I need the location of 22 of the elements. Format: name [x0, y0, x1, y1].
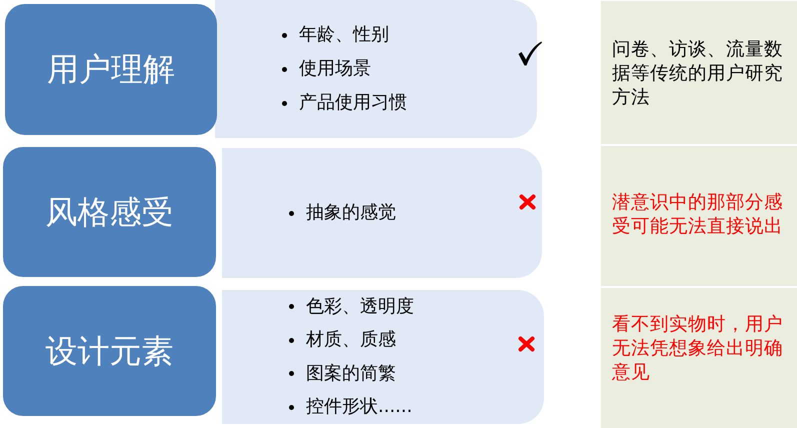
note-panel	[601, 1, 797, 144]
bullet-text: 控件形状......	[306, 396, 412, 418]
note-text: 看不到实物时，用户无法凭想象给出明确意见	[612, 313, 784, 385]
note-panel	[601, 288, 797, 428]
category-box	[3, 286, 216, 416]
bullet-text: 年龄、性别	[299, 24, 389, 46]
note-text: 潜意识中的那部分感受可能无法直接说出	[612, 191, 784, 239]
bullet-text: 使用场景	[299, 58, 371, 80]
bullet-text: 材质、质感	[306, 329, 396, 352]
category-box	[5, 4, 217, 135]
category-label: 风格感受	[46, 192, 174, 232]
note-panel	[601, 146, 797, 286]
category-box	[3, 147, 216, 277]
category-label: 用户理解	[47, 50, 175, 89]
bullet-text: 抽象的感觉	[306, 202, 396, 224]
category-label: 设计元素	[46, 332, 174, 370]
detail-panel	[222, 290, 544, 424]
bullet-text: 色彩、透明度	[306, 296, 414, 318]
bullet-text: 图案的简繁	[306, 362, 396, 385]
detail-panel	[222, 148, 542, 278]
note-text: 问卷、访谈、流量数据等传统的用户研究方法	[612, 38, 784, 110]
bullet-text: 产品使用习惯	[299, 92, 407, 114]
